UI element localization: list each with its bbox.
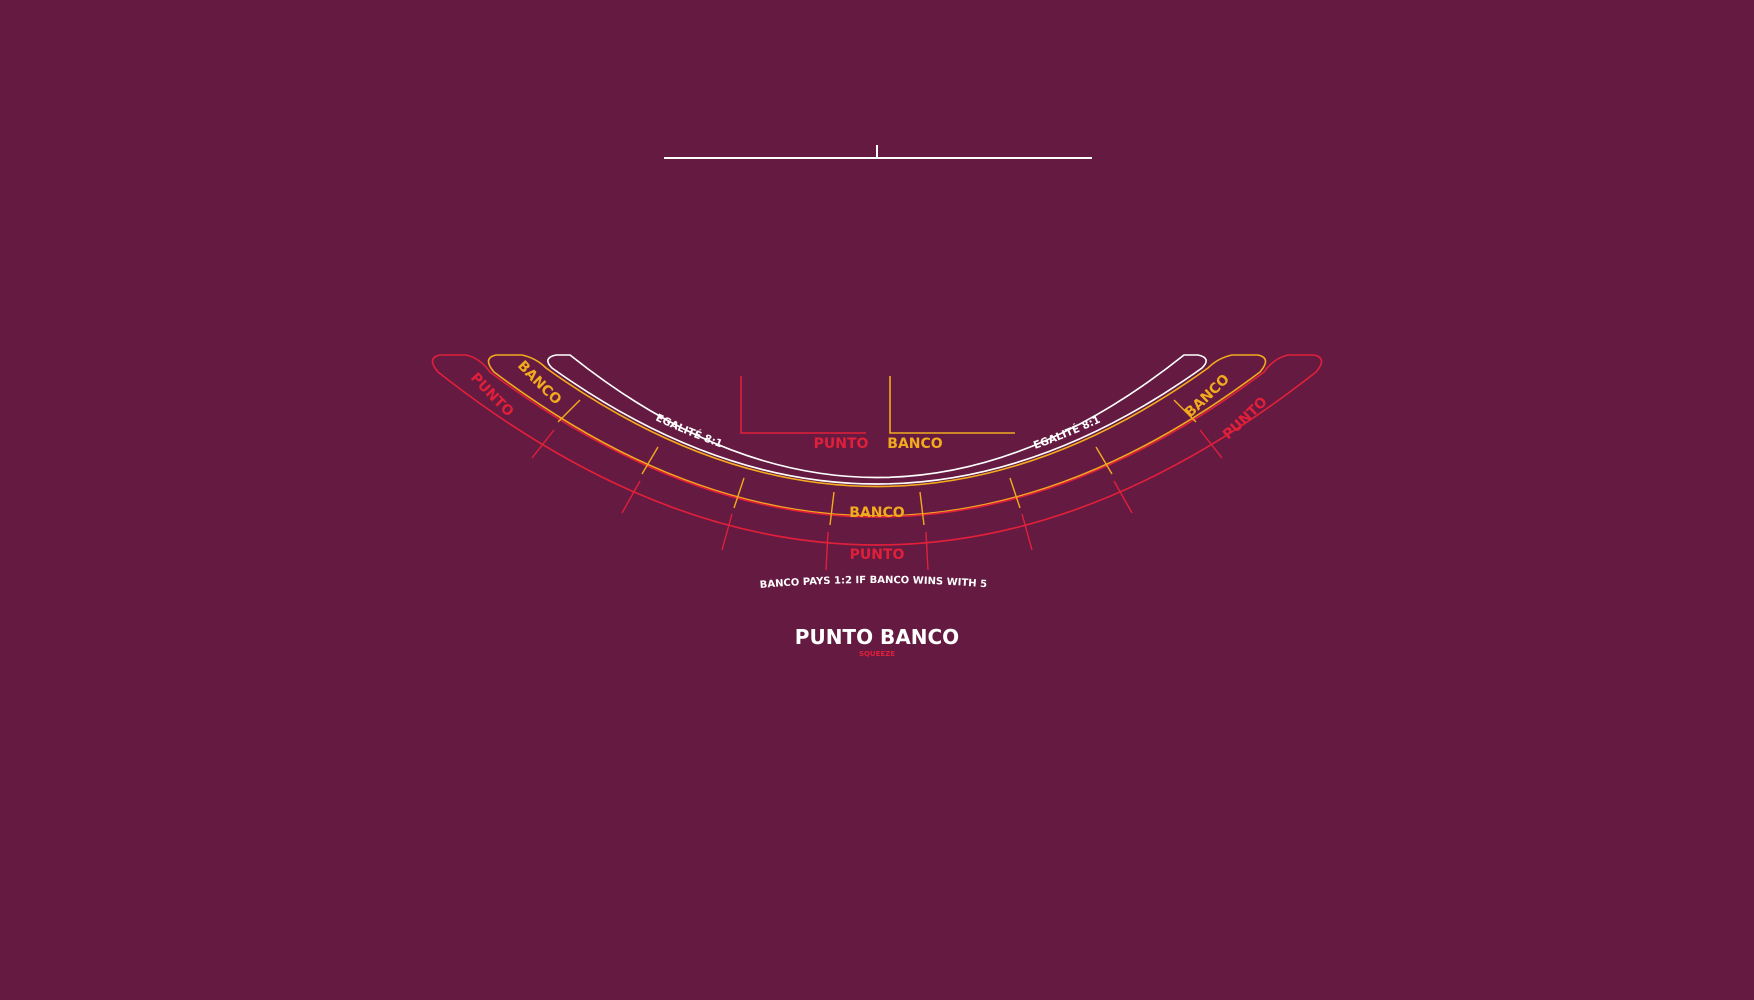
punto-center-bet-label: PUNTO	[850, 547, 905, 563]
punto-right-label: PUNTO	[1220, 394, 1271, 443]
payout-rule-text: BANCO PAYS 1:2 IF BANCO WINS WITH 5	[759, 575, 987, 591]
egalite-bet-area[interactable]	[547, 354, 1207, 485]
banco-left-label: BANCO	[514, 358, 564, 408]
banco-center-bet-label: BANCO	[849, 505, 904, 521]
game-title: PUNTO BANCO	[795, 625, 959, 649]
banco-bet-ring[interactable]	[487, 354, 1267, 517]
banco-seat-dividers	[557, 399, 1197, 526]
punto-seat-dividers	[531, 429, 1223, 571]
banco-card-box-label: BANCO	[887, 436, 942, 452]
banco-card-box	[889, 376, 1015, 434]
punto-card-box	[740, 376, 866, 434]
punto-bet-ring[interactable]	[431, 354, 1323, 546]
punto-card-box-label: PUNTO	[814, 436, 869, 452]
game-subtitle: SQUEEZE	[859, 650, 895, 658]
